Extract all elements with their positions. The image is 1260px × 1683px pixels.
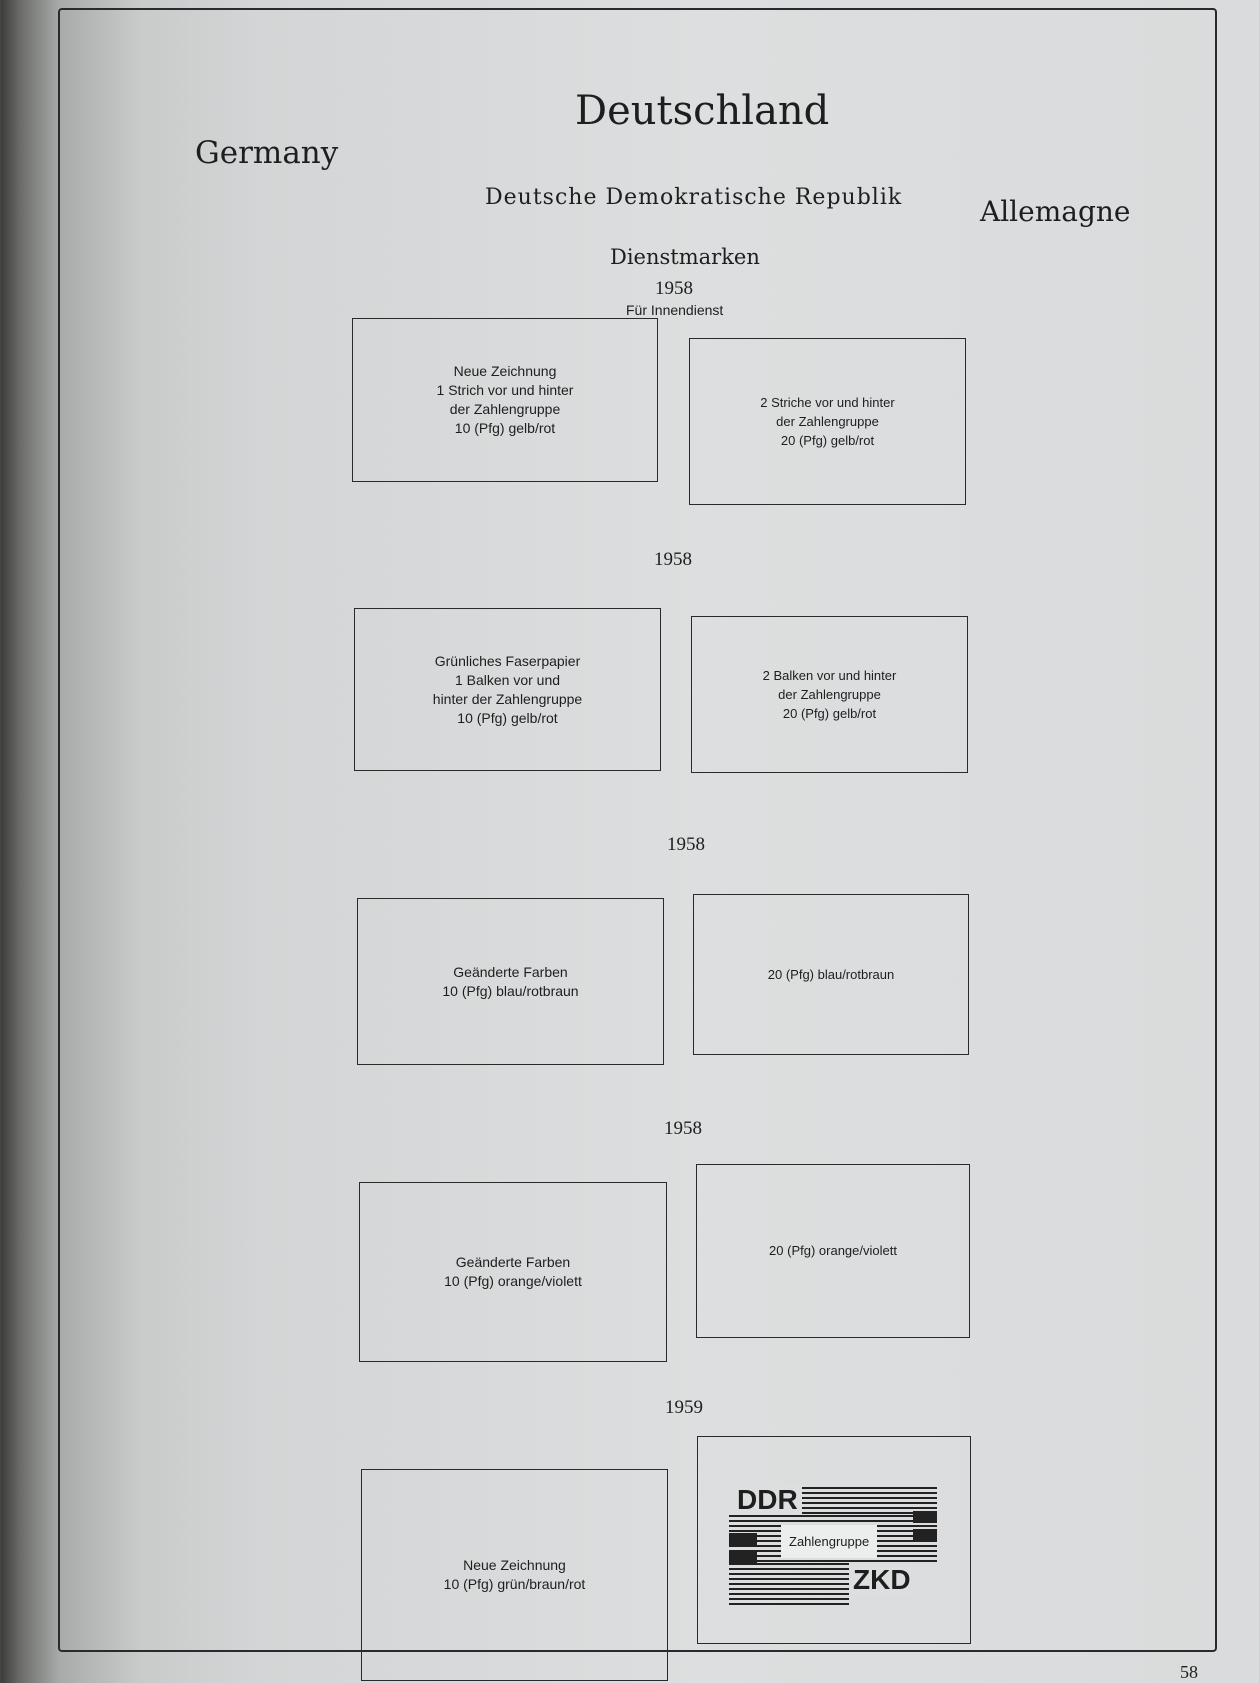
ddr-zkd-stamp-illustration: DDR Zahlengruppe ZKD — [729, 1475, 939, 1605]
stamp-desc-line: Grünliches Faserpapier — [434, 652, 581, 669]
stamp-desc-line: 1 Balken vor und — [454, 671, 561, 688]
stamp-space-illustrated: DDR Zahlengruppe ZKD — [697, 1436, 971, 1644]
stamp-text-zkd: ZKD — [849, 1565, 911, 1595]
stamp-desc-line: 20 (Pfg) gelb/rot — [782, 706, 877, 721]
stamp-desc-line: 10 (Pfg) gelb/rot — [457, 709, 558, 726]
stamp-space: 20 (Pfg) orange/violett — [696, 1164, 970, 1338]
stamp-desc-line: 10 (Pfg) gelb/rot — [454, 420, 556, 436]
stamp-desc-line: Geänderte Farben — [453, 963, 568, 980]
stamp-desc-line: 1 Strich vor und hinter — [436, 382, 574, 398]
stamp-desc-line: der Zahlengruppe — [778, 687, 881, 702]
title-french: Allemagne — [980, 195, 1131, 228]
title-english: Germany — [195, 135, 339, 171]
stamp-desc-line: 2 Balken vor und hinter — [762, 668, 897, 683]
stamp-desc-line: Neue Zeichnung — [453, 363, 557, 379]
stamp-desc-line: der Zahlengruppe — [776, 414, 879, 429]
section-heading: Dienstmarken — [610, 245, 760, 269]
stamp-desc-line: 10 (Pfg) blau/rotbraun — [442, 982, 579, 999]
stamp-desc-line: 20 (Pfg) orange/violett — [769, 1243, 897, 1258]
stamp-space: Neue Zeichnung 1 Strich vor und hinter der… — [352, 318, 658, 482]
stamp-desc-line: Neue Zeichnung — [463, 1557, 566, 1573]
stamp-desc-line: 10 (Pfg) orange/violett — [444, 1273, 582, 1289]
year-label: 1959 — [665, 1397, 703, 1418]
stamp-text-ddr: DDR — [737, 1485, 802, 1515]
stamp-space: 2 Balken vor und hinter der Zahlengruppe 2… — [691, 616, 968, 773]
page-number: 58 — [1180, 1662, 1198, 1682]
section-subtitle: Für Innendienst — [626, 302, 724, 318]
year-label: 1958 — [654, 549, 692, 570]
stamp-desc-line: Geänderte Farben — [455, 1254, 571, 1270]
stamp-desc-line: 2 Striche vor und hinter — [760, 395, 895, 410]
year-label: 1958 — [667, 834, 705, 855]
stamp-space: Grünliches Faserpapier 1 Balken vor und hi… — [354, 608, 661, 771]
page-title: Deutschland — [575, 88, 830, 134]
stamp-space: Geänderte Farben 10 (Pfg) orange/violett — [359, 1182, 667, 1362]
year-label: 1958 — [655, 278, 693, 299]
stamp-desc-line: hinter der Zahlengruppe — [432, 690, 583, 707]
stamp-desc-line: 20 (Pfg) gelb/rot — [780, 433, 875, 448]
page-border-frame — [58, 8, 1217, 1652]
stamp-desc-line: der Zahlengruppe — [449, 401, 561, 417]
stamp-space: 2 Striche vor und hinter der Zahlengruppe… — [689, 338, 966, 505]
stamp-desc-line: 20 (Pfg) blau/rotbraun — [767, 967, 895, 982]
stamp-space: Geänderte Farben 10 (Pfg) blau/rotbraun — [357, 898, 664, 1065]
year-label: 1958 — [664, 1118, 702, 1139]
stamp-space: 20 (Pfg) blau/rotbraun — [693, 894, 969, 1055]
stamp-text-zahlengruppe: Zahlengruppe — [781, 1525, 878, 1558]
stamp-space: Neue Zeichnung 10 (Pfg) grün/braun/rot — [361, 1469, 668, 1681]
country-heading: Deutsche Demokratische Republik — [485, 185, 903, 210]
stamp-desc-line: 10 (Pfg) grün/braun/rot — [443, 1576, 586, 1592]
